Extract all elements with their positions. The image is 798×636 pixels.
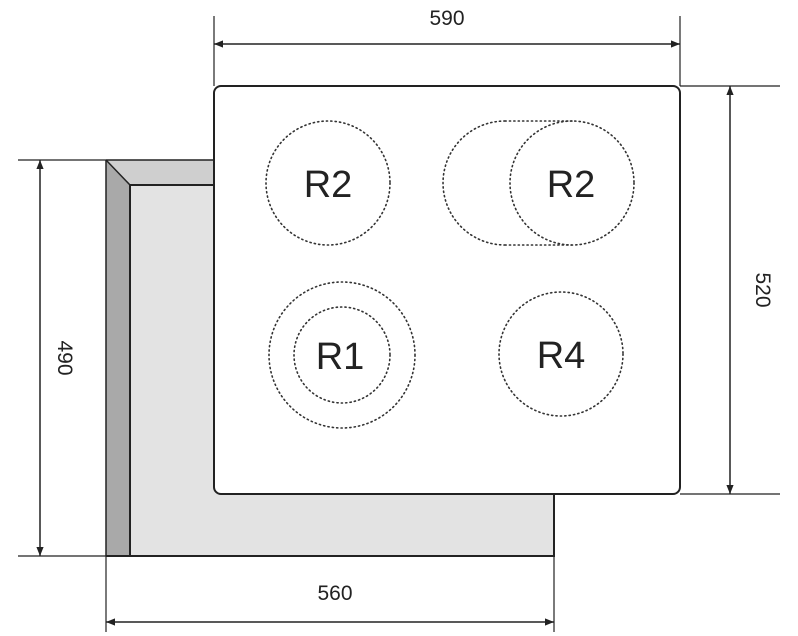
zone-label-top-left: R2 [304,164,353,206]
dim-label-bottom: 560 [317,582,352,605]
zone-bottom-left-inner-ring [293,306,391,404]
cutout-top-bevel [106,160,214,185]
hob-panel [213,85,681,495]
zone-label-top-right: R2 [547,164,596,206]
zone-top-right-rings [442,120,635,246]
cutout-edge-line [105,159,131,186]
cooking-zones [265,120,635,429]
zone-bottom-left-outer-ring [268,281,416,429]
cutout-left-side [106,160,130,556]
zone-top-right-ring [509,120,635,246]
dim-label-right: 520 [751,272,774,307]
zone-top-left-ring [265,120,391,246]
zone-top-right-oval [442,120,506,246]
zone-label-bottom-left: R1 [316,336,365,378]
zone-bottom-right-ring [498,291,624,417]
dim-label-left: 490 [53,340,76,375]
dimension-arrows [36,40,734,626]
dim-label-top: 590 [429,7,464,30]
zone-label-bottom-right: R4 [537,335,586,377]
